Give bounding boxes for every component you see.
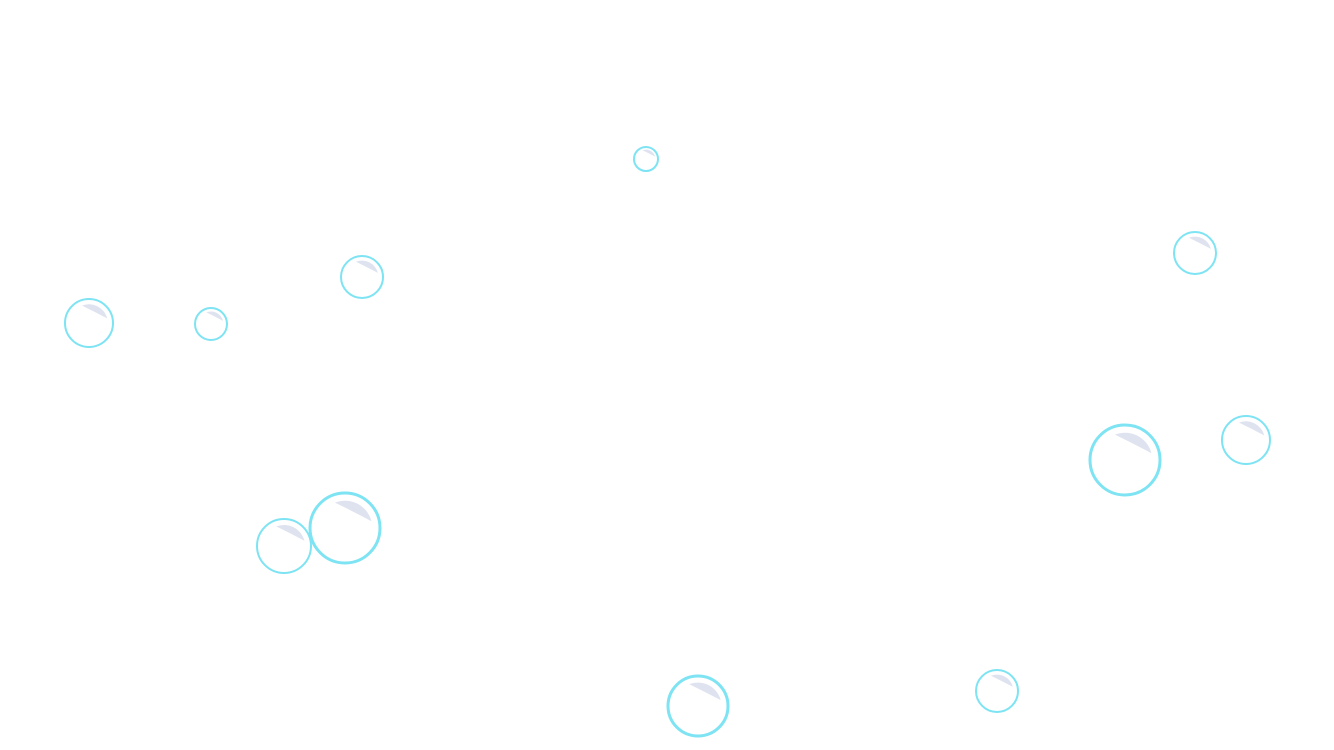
bubble-highlight — [276, 524, 305, 541]
bubble-highlight — [334, 500, 372, 522]
bubble-ring — [1088, 423, 1162, 497]
bubble[interactable] — [308, 491, 382, 565]
bubble-highlight — [355, 260, 378, 273]
bubble[interactable] — [64, 298, 114, 348]
bubble-highlight — [1239, 421, 1265, 436]
bubble-highlight — [689, 682, 721, 701]
bubble-ring — [975, 669, 1019, 713]
bubble-highlight — [82, 304, 108, 319]
bubble[interactable] — [1088, 423, 1162, 497]
bubble-highlight — [990, 674, 1013, 687]
bubble-ring — [340, 255, 384, 299]
bubble[interactable] — [1221, 415, 1271, 465]
bubble-ring — [308, 491, 382, 565]
bubble-ring — [1173, 231, 1217, 275]
bubble-ring — [1221, 415, 1271, 465]
bubble-ring — [633, 146, 659, 172]
bubble-ring — [666, 674, 730, 738]
bubble[interactable] — [194, 307, 228, 341]
bubble[interactable] — [256, 518, 312, 574]
bubble[interactable] — [1173, 231, 1217, 275]
bubble[interactable] — [975, 669, 1019, 713]
bubble-highlight — [1188, 236, 1211, 249]
bubble-ring — [194, 307, 228, 341]
bubble[interactable] — [666, 674, 730, 738]
bubble-highlight — [1114, 432, 1152, 454]
bubble-highlight — [642, 149, 656, 157]
bubble-ring — [256, 518, 312, 574]
bubble-highlight — [206, 311, 224, 321]
bubble-ring — [64, 298, 114, 348]
bubble[interactable] — [633, 146, 659, 172]
bubble[interactable] — [340, 255, 384, 299]
